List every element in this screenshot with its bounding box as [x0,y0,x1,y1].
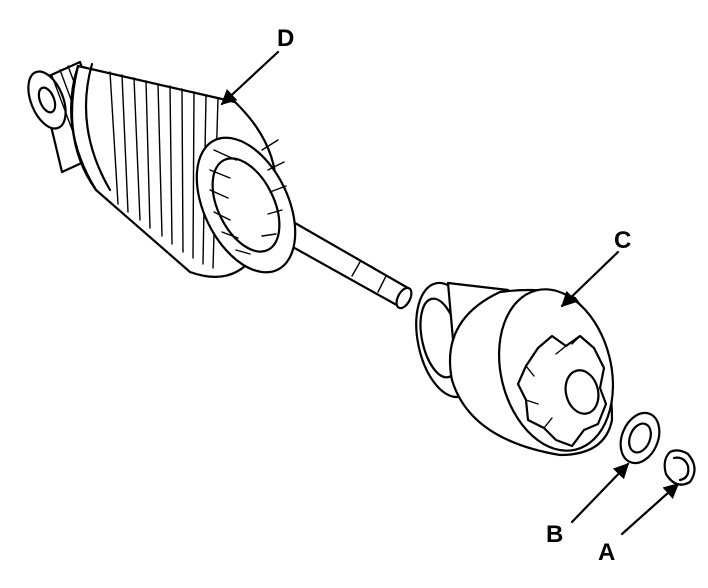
pinion-gear [516,334,608,448]
callout-a: A [598,539,615,566]
end-face-hatching [209,139,287,255]
overrunning-clutch [415,281,615,457]
leader-a [620,482,680,536]
core-slot-lines [109,71,219,269]
callout-c: C [614,227,631,254]
leader-b [570,462,630,524]
snap-ring [663,449,696,486]
callout-d: D [277,25,294,52]
leader-c [560,250,620,308]
callout-leaders [220,50,680,536]
stop-collar [619,411,661,465]
armature-core [70,62,297,278]
armature [27,60,413,310]
callout-b: B [546,521,563,548]
leader-d [220,50,280,106]
